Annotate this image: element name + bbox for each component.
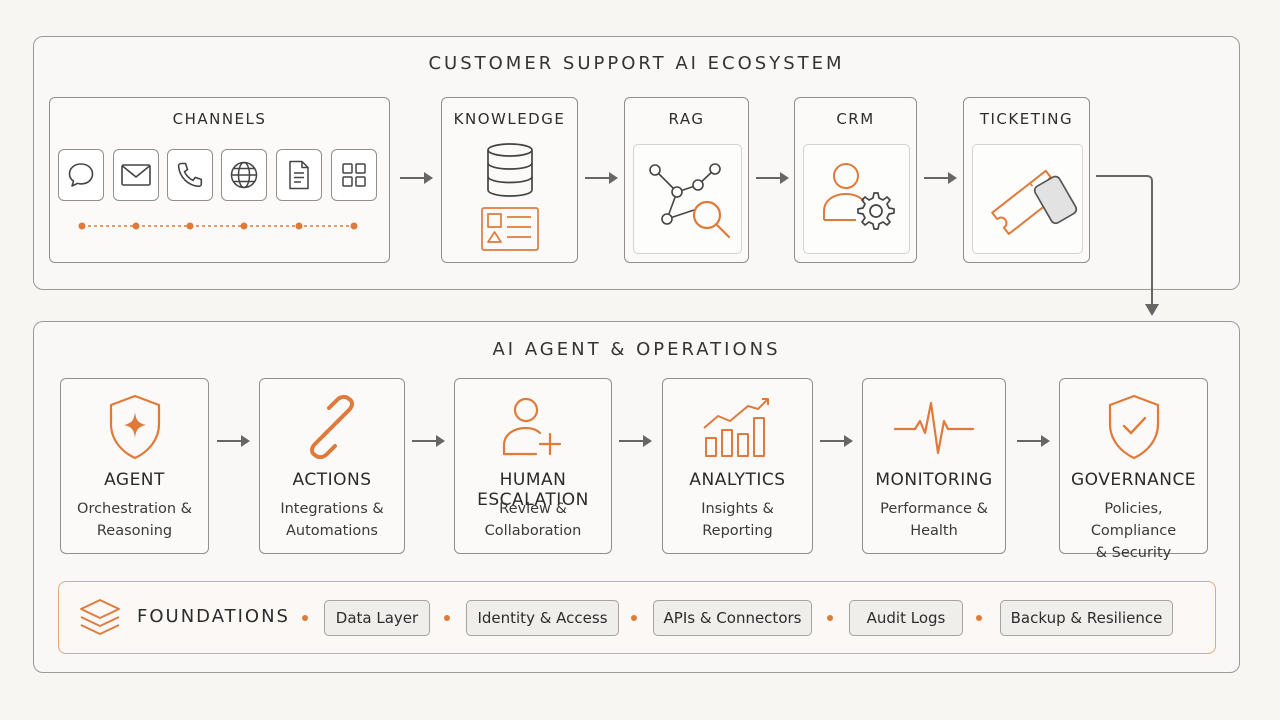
arrow-knowledge-rag bbox=[585, 172, 618, 184]
link-icon bbox=[310, 395, 354, 459]
rag-title: RAG bbox=[668, 110, 705, 128]
arrow-rag-crm bbox=[756, 172, 789, 184]
ecosystem-title: CUSTOMER SUPPORT AI ECOSYSTEM bbox=[428, 53, 845, 74]
governance-title: GOVERNANCE bbox=[1070, 470, 1197, 490]
ticketing-card[interactable]: TICKETING bbox=[963, 97, 1090, 263]
arrow-actions-escalation bbox=[412, 435, 445, 447]
foundations-dot bbox=[976, 615, 982, 621]
governance-subtitle: Policies, Compliance & Security bbox=[1090, 501, 1177, 561]
operations-title: AI AGENT & OPERATIONS bbox=[492, 339, 781, 360]
foundations-dot bbox=[631, 615, 637, 621]
human-escalation-subtitle: Review & Collaboration bbox=[484, 501, 582, 539]
channels-title: CHANNELS bbox=[172, 110, 267, 128]
grid-icon[interactable] bbox=[331, 149, 377, 201]
channels-card[interactable]: CHANNELS bbox=[49, 97, 390, 263]
knowledge-card-icon bbox=[481, 207, 539, 251]
human-escalation-title: HUMAN ESCALATION bbox=[477, 470, 589, 510]
foundations-label: FOUNDATIONS bbox=[137, 606, 290, 627]
analytics-title: ANALYTICS bbox=[689, 470, 786, 490]
crm-title: CRM bbox=[836, 110, 875, 128]
layers-icon bbox=[80, 599, 120, 635]
actions-card[interactable]: ACTIONS Integrations & Automations bbox=[259, 378, 405, 554]
shield-star-icon bbox=[109, 394, 160, 460]
agent-card[interactable]: AGENT Orchestration & Reasoning bbox=[60, 378, 209, 554]
actions-title: ACTIONS bbox=[292, 470, 372, 490]
knowledge-card[interactable]: KNOWLEDGE bbox=[441, 97, 578, 263]
human-escalation-card[interactable]: HUMAN ESCALATION Review & Collaboration bbox=[454, 378, 612, 554]
shield-check-icon bbox=[1108, 394, 1159, 460]
arrow-agent-actions bbox=[217, 435, 250, 447]
agent-title: AGENT bbox=[104, 470, 165, 490]
foundations-dot bbox=[827, 615, 833, 621]
operations-panel: AI AGENT & OPERATIONS AGENT Orchestratio… bbox=[33, 321, 1240, 673]
pill-identity-access[interactable]: Identity & Access bbox=[466, 600, 619, 636]
mail-icon[interactable] bbox=[113, 149, 159, 201]
graph-search-icon bbox=[649, 163, 731, 239]
ecosystem-panel: CUSTOMER SUPPORT AI ECOSYSTEM CHANNELS bbox=[33, 36, 1240, 290]
arrow-channels-knowledge bbox=[400, 172, 433, 184]
ticket-icon bbox=[991, 169, 1078, 235]
arrow-escalation-analytics bbox=[619, 435, 652, 447]
foundations-dot bbox=[444, 615, 450, 621]
arrow-analytics-monitoring bbox=[820, 435, 853, 447]
pulse-icon bbox=[893, 401, 975, 455]
pill-backup-resilience[interactable]: Backup & Resilience bbox=[1000, 600, 1173, 636]
ticketing-title: TICKETING bbox=[979, 110, 1074, 128]
knowledge-title: KNOWLEDGE bbox=[453, 110, 566, 128]
connector-ticketing-to-operations bbox=[1096, 175, 1159, 316]
channels-connector-dots bbox=[78, 222, 358, 230]
phone-icon[interactable] bbox=[167, 149, 213, 201]
rag-icon-box bbox=[633, 144, 742, 254]
chat-icon[interactable] bbox=[58, 149, 104, 201]
globe-icon[interactable] bbox=[221, 149, 267, 201]
ticketing-icon-box bbox=[972, 144, 1083, 254]
foundations-dot bbox=[302, 615, 308, 621]
agent-subtitle: Orchestration & Reasoning bbox=[77, 501, 192, 539]
monitoring-card[interactable]: MONITORING Performance & Health bbox=[862, 378, 1006, 554]
user-add-icon bbox=[502, 397, 562, 456]
monitoring-subtitle: Performance & Health bbox=[880, 501, 988, 539]
rag-card[interactable]: RAG bbox=[624, 97, 749, 263]
arrow-monitoring-governance bbox=[1017, 435, 1050, 447]
pill-audit-logs[interactable]: Audit Logs bbox=[849, 600, 963, 636]
bar-chart-icon bbox=[702, 398, 769, 457]
user-gear-icon bbox=[823, 163, 895, 230]
actions-subtitle: Integrations & Automations bbox=[280, 501, 384, 539]
governance-card[interactable]: GOVERNANCE Policies, Compliance & Securi… bbox=[1059, 378, 1208, 561]
document-icon[interactable] bbox=[276, 149, 322, 201]
pill-data-layer[interactable]: Data Layer bbox=[324, 600, 430, 636]
foundations-bar: FOUNDATIONS Data Layer Identity & Access… bbox=[58, 581, 1216, 654]
pill-apis-connectors[interactable]: APIs & Connectors bbox=[653, 600, 812, 636]
analytics-card[interactable]: ANALYTICS Insights & Reporting bbox=[662, 378, 813, 554]
analytics-subtitle: Insights & Reporting bbox=[701, 501, 774, 539]
arrow-crm-ticketing bbox=[924, 172, 957, 184]
database-icon bbox=[487, 143, 533, 197]
crm-card[interactable]: CRM bbox=[794, 97, 917, 263]
monitoring-title: MONITORING bbox=[875, 470, 993, 490]
crm-icon-box bbox=[803, 144, 910, 254]
